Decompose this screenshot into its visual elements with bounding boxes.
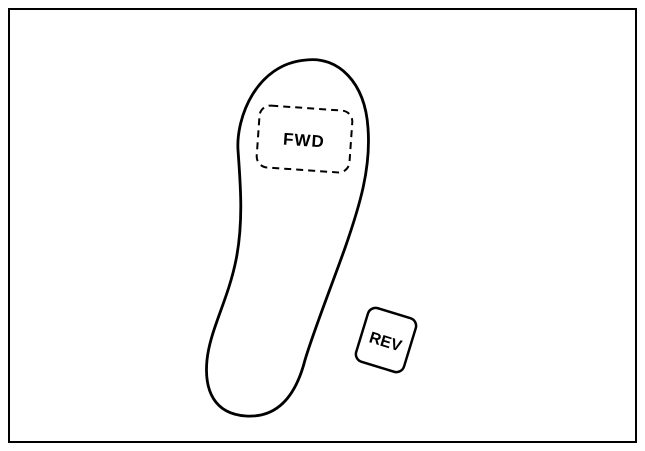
foot-outline (206, 60, 368, 417)
reverse-pedal[interactable]: REV (354, 306, 418, 374)
forward-pedal[interactable]: FWD (256, 105, 353, 173)
diagram-frame (9, 9, 636, 442)
forward-pedal-label: FWD (282, 130, 325, 152)
